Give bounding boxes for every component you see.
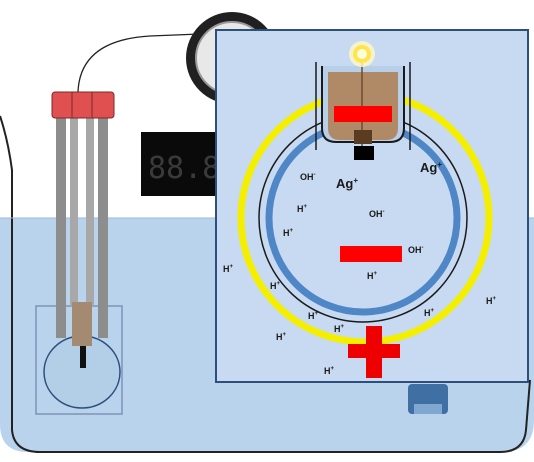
probe-tip bbox=[80, 346, 86, 368]
electrode-probe bbox=[35, 91, 123, 415]
digital-display: 88.8 bbox=[141, 132, 223, 196]
light-bulb-icon bbox=[349, 41, 375, 67]
hydrogen-ion-charge: + bbox=[374, 271, 378, 277]
hydrogen-ion-label: H+ bbox=[324, 366, 335, 376]
hydrogen-ion-symbol: H bbox=[308, 311, 315, 321]
silver-ion-charge: + bbox=[437, 160, 442, 169]
display-reading: 88.8 bbox=[148, 151, 220, 186]
hydrogen-ion-symbol: H bbox=[270, 281, 277, 291]
hydrogen-ion-label: H+ bbox=[270, 281, 281, 291]
hydrogen-ion-charge: + bbox=[290, 228, 294, 234]
tank-wall bbox=[0, 115, 531, 453]
hydrogen-ion-charge: + bbox=[304, 204, 308, 210]
hydrogen-ion-label: H+ bbox=[308, 311, 319, 321]
probe-rod-outer-right bbox=[98, 116, 108, 338]
hydrogen-ion-label: H+ bbox=[367, 271, 378, 281]
hydrogen-ion-symbol: H bbox=[276, 332, 283, 342]
hydrogen-ion-symbol: H bbox=[297, 204, 304, 214]
hydrogen-ion-charge: + bbox=[341, 324, 345, 330]
hydrogen-ion-symbol: H bbox=[223, 264, 230, 274]
hydrogen-ion-charge: + bbox=[283, 332, 287, 338]
wire bbox=[77, 33, 201, 93]
hydrogen-ion-symbol: H bbox=[424, 308, 431, 318]
hydrogen-ion-label: H+ bbox=[486, 296, 497, 306]
hydrogen-ion-label: H+ bbox=[223, 264, 234, 274]
hydrogen-ion-label: H+ bbox=[283, 228, 294, 238]
hydroxide-ion-charge: - bbox=[314, 172, 316, 178]
electrode-base bbox=[354, 130, 372, 144]
plus-sign-icon bbox=[348, 326, 400, 378]
hydrogen-ion-label: H+ bbox=[297, 204, 308, 214]
probe-rod-inner-right bbox=[86, 116, 94, 306]
hydroxide-ion-label: OH- bbox=[300, 172, 316, 182]
hydrogen-ion-charge: + bbox=[315, 311, 319, 317]
hydroxide-ion-charge: - bbox=[383, 209, 385, 215]
ion-labels: Ag+Ag+OH-OH-OH-H+H+H+H+H+H+H+H+H+H+H+ bbox=[223, 160, 497, 376]
hydrogen-ion-symbol: H bbox=[334, 324, 341, 334]
hydrogen-ion-label: H+ bbox=[334, 324, 345, 334]
drain-fitting bbox=[408, 384, 448, 414]
hydrogen-ion-charge: + bbox=[230, 264, 234, 270]
hydrogen-ion-charge: + bbox=[431, 308, 435, 314]
display-panel bbox=[141, 132, 223, 196]
minus-sign-icon bbox=[334, 106, 392, 122]
hydroxide-ion-symbol: OH bbox=[369, 209, 383, 219]
probe-silver-element bbox=[72, 302, 92, 346]
hydrogen-ion-charge: + bbox=[493, 296, 497, 302]
hydrogen-ion-label: H+ bbox=[276, 332, 287, 342]
probe-rod-inner-left bbox=[70, 116, 78, 306]
silver-ion-charge: + bbox=[353, 176, 358, 185]
probe-rod-outer-left bbox=[56, 116, 66, 338]
probe-cap bbox=[51, 91, 115, 119]
hydroxide-ion-symbol: OH bbox=[300, 172, 314, 182]
hydrogen-ion-charge: + bbox=[277, 281, 281, 287]
hydrogen-ion-symbol: H bbox=[486, 296, 493, 306]
hydroxide-ion-label: OH- bbox=[408, 245, 424, 255]
hydroxide-ion-label: OH- bbox=[369, 209, 385, 219]
silver-ion-symbol: Ag bbox=[336, 176, 353, 191]
hydrogen-ion-symbol: H bbox=[283, 228, 290, 238]
hydrogen-ion-label: H+ bbox=[424, 308, 435, 318]
silver-ion-label: Ag+ bbox=[336, 176, 358, 191]
hydroxide-ion-symbol: OH bbox=[408, 245, 422, 255]
hydroxide-ion-charge: - bbox=[422, 245, 424, 251]
hydrogen-ion-symbol: H bbox=[367, 271, 374, 281]
silver-ion-symbol: Ag bbox=[420, 160, 437, 175]
zoom-inset: Ag+Ag+OH-OH-OH-H+H+H+H+H+H+H+H+H+H+H+ bbox=[215, 29, 529, 383]
hydrogen-ion-charge: + bbox=[331, 366, 335, 372]
electrode-terminal bbox=[354, 146, 374, 160]
minus-sign-icon bbox=[340, 246, 402, 262]
silver-ion-label: Ag+ bbox=[420, 160, 442, 175]
hydrogen-ion-symbol: H bbox=[324, 366, 331, 376]
